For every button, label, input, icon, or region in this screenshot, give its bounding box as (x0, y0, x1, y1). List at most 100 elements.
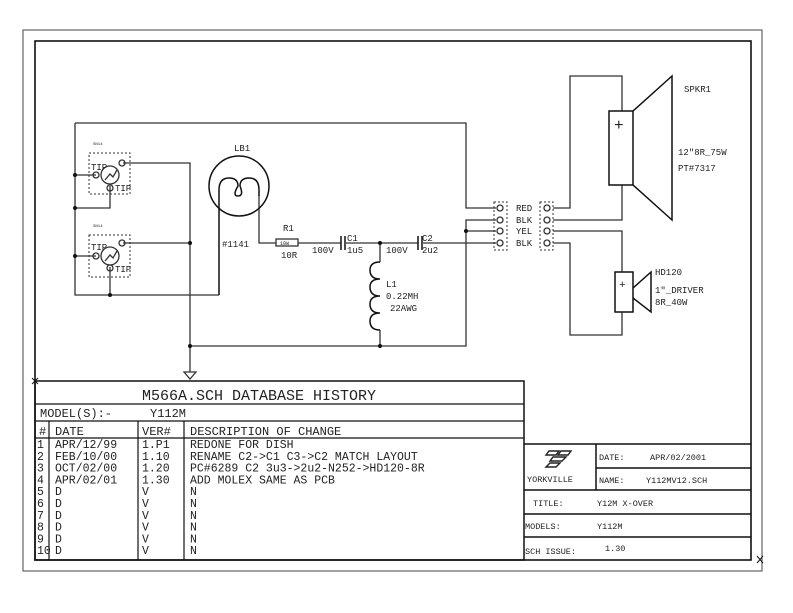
history-cell: 1.10 (142, 451, 170, 464)
history-cell: D (55, 533, 62, 546)
capacitor-c1: C1 100V 1u5 (312, 234, 363, 256)
yorkville-logo (544, 450, 573, 468)
speaker-woofer: + SPKR1 12"8R_75W PT#7317 (608, 74, 727, 222)
history-cell: N (190, 510, 197, 523)
history-cell: ADD MOLEX SAME AS PCB (190, 474, 335, 487)
history-cell: N (190, 486, 197, 499)
input-jack-2: SN14 TIP TIP (88, 225, 131, 278)
connector-right (539, 201, 554, 251)
svg-text:APR/02/2001: APR/02/2001 (650, 453, 706, 463)
svg-text:LB1: LB1 (234, 144, 250, 154)
history-cell: D (55, 522, 62, 535)
speaker-tweeter: + HD120 1"_DRIVER 8R_40W (614, 268, 704, 314)
history-cell: FEB/10/00 (55, 451, 117, 464)
history-cell: D (55, 486, 62, 499)
svg-text:C1: C1 (347, 234, 358, 244)
corner-mark (31, 377, 39, 385)
history-cell: 7 (37, 510, 44, 523)
title-block: YORKVILLE DATE: APR/02/2001 NAME: Y112MV… (524, 443, 751, 557)
history-cell: 1 (37, 439, 44, 452)
svg-text:YEL: YEL (516, 227, 532, 237)
junction-dots (73, 173, 468, 348)
history-title: M566A.SCH DATABASE HISTORY (142, 388, 376, 405)
svg-text:L1: L1 (386, 280, 397, 290)
history-cell: N (190, 533, 197, 546)
svg-text:12"8R_75W: 12"8R_75W (678, 148, 727, 158)
history-cell: N (190, 522, 197, 535)
svg-text:+: + (619, 280, 626, 292)
history-cell: REDONE FOR DISH (190, 439, 294, 452)
svg-text:10W: 10W (280, 241, 289, 247)
svg-text:SN14: SN14 (93, 143, 103, 147)
history-cell: D (55, 545, 62, 558)
history-cell: PC#6289 C2 3u3->2u2-N252->HD120-8R (190, 463, 425, 476)
history-cell: D (55, 498, 62, 511)
svg-text:DESCRIPTION OF CHANGE: DESCRIPTION OF CHANGE (190, 425, 341, 439)
svg-text:SCH ISSUE:: SCH ISSUE: (525, 547, 576, 557)
history-cell: N (190, 498, 197, 511)
svg-text:SN14: SN14 (93, 225, 103, 229)
svg-text:#1141: #1141 (222, 240, 249, 250)
svg-text:YORKVILLE: YORKVILLE (527, 475, 573, 485)
svg-text:TIP: TIP (115, 184, 131, 194)
history-cell: D (55, 510, 62, 523)
connector-labels: RED BLK YEL BLK (516, 204, 533, 249)
history-cell: 6 (37, 498, 44, 511)
svg-text:TIP: TIP (115, 265, 131, 275)
history-cell: V (142, 486, 149, 499)
svg-text:Y12M X-OVER: Y12M X-OVER (597, 499, 653, 509)
svg-text:VER#: VER# (142, 425, 171, 439)
history-cell: 1.P1 (142, 439, 170, 452)
history-cell: 4 (37, 474, 44, 487)
resistor-r1: 10W R1 10R (275, 224, 299, 261)
history-cell: APR/02/01 (55, 474, 117, 487)
svg-text:MODELS:: MODELS: (525, 522, 561, 532)
svg-text:Y112M: Y112M (597, 522, 623, 532)
history-table: M566A.SCH DATABASE HISTORY MODEL(S):- Y1… (34, 380, 525, 561)
history-row: 1 APR/12/99 1.P1 REDONE FOR DISH (37, 439, 294, 452)
history-cell: 1.20 (142, 463, 170, 476)
history-cell: APR/12/99 (55, 439, 117, 452)
svg-text:0.22MH: 0.22MH (386, 292, 418, 302)
inductor-l1: L1 0.22MH 22AWG (369, 261, 418, 331)
history-cell: V (142, 533, 149, 546)
svg-text:1"_DRIVER: 1"_DRIVER (655, 286, 704, 296)
svg-text:C2: C2 (422, 234, 433, 244)
svg-text:100V: 100V (386, 246, 408, 256)
svg-text:TIP: TIP (91, 163, 107, 173)
history-cell: V (142, 545, 149, 558)
svg-text:TITLE:: TITLE: (533, 499, 564, 509)
history-cell: OCT/02/00 (55, 463, 117, 476)
ground-icon (182, 371, 198, 380)
svg-text:1.30: 1.30 (605, 544, 625, 554)
capacitor-c2: C2 100V 2u2 (386, 234, 438, 256)
svg-text:SPKR1: SPKR1 (684, 85, 711, 95)
history-cell: 8 (37, 522, 44, 535)
svg-text:R1: R1 (283, 224, 294, 234)
history-cell: 3 (37, 463, 44, 476)
history-row: 3 OCT/02/00 1.20 PC#6289 C2 3u3->2u2-N252->… (37, 463, 425, 476)
history-cell: V (142, 510, 149, 523)
svg-text:+: + (614, 117, 624, 135)
model-label: MODEL(S):- (40, 407, 112, 421)
history-cell: V (142, 498, 149, 511)
model-value: Y112M (150, 407, 186, 421)
svg-text:10R: 10R (281, 251, 298, 261)
lamp-lb1: LB1 #1141 (208, 144, 270, 295)
history-cell: N (190, 545, 197, 558)
svg-text:BLK: BLK (516, 239, 533, 249)
svg-text:#: # (39, 425, 46, 439)
history-cell: 5 (37, 486, 44, 499)
svg-text:BLK: BLK (516, 216, 533, 226)
svg-text:22AWG: 22AWG (390, 304, 417, 314)
connector-left (493, 201, 508, 251)
corner-mark (756, 555, 764, 564)
svg-text:NAME:: NAME: (599, 476, 625, 486)
